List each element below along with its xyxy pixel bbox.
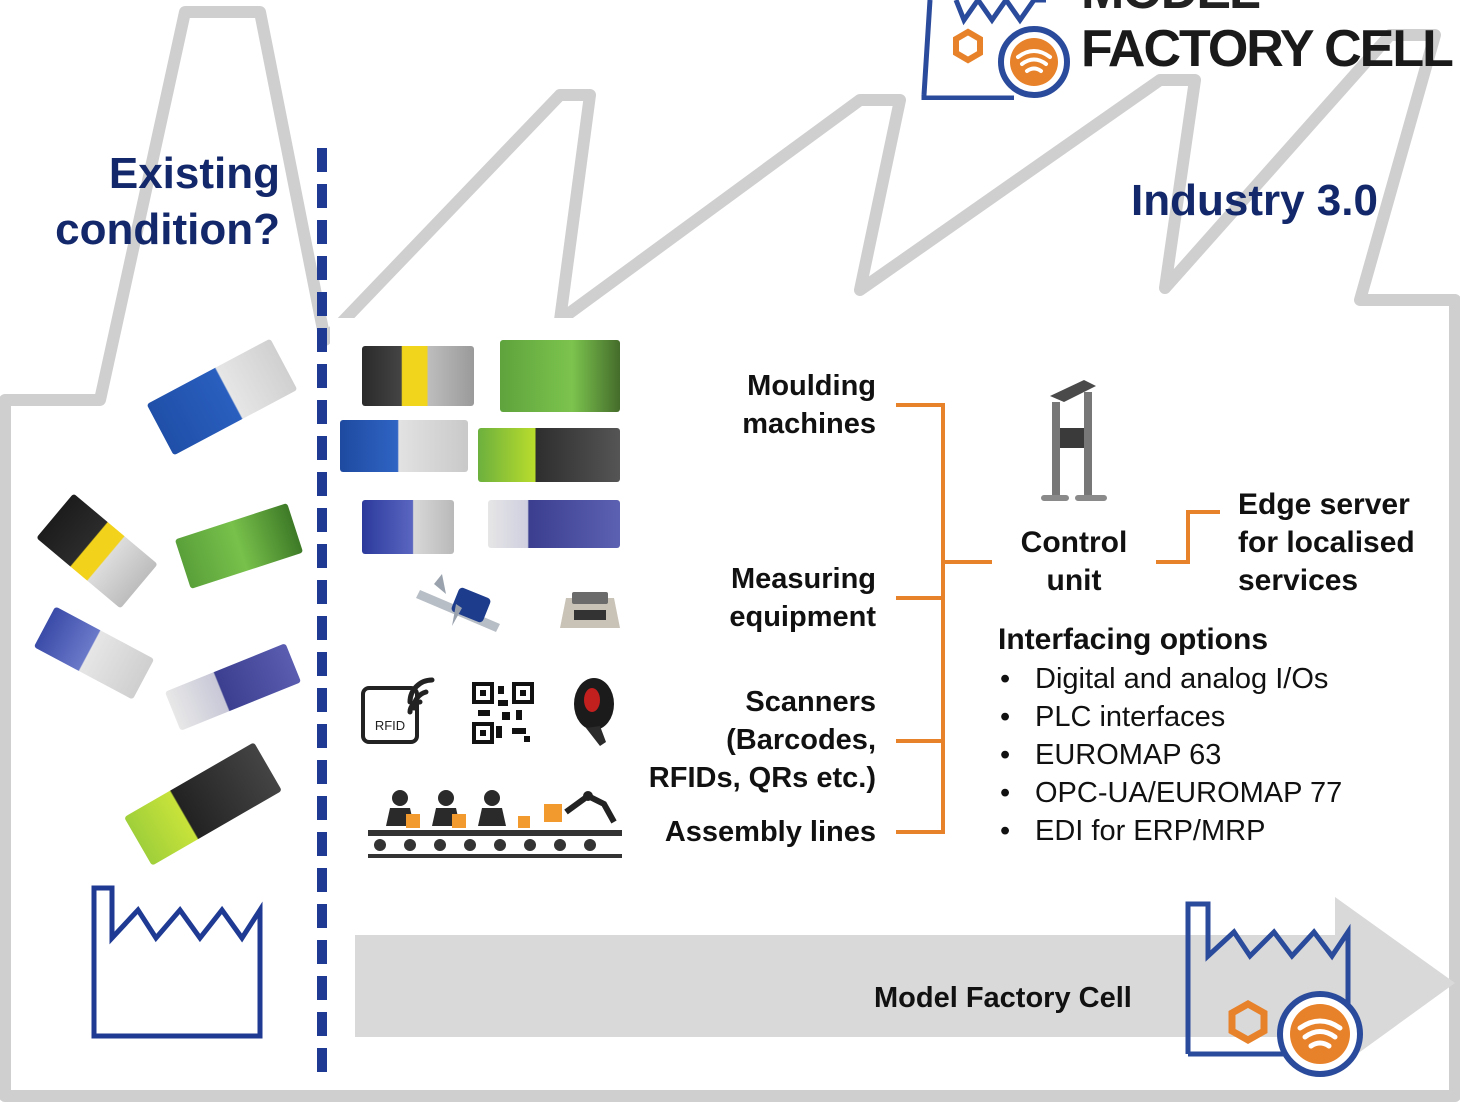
bullet-mark: • [1000, 663, 1011, 695]
bracket-connectors [896, 403, 1220, 834]
moulding-machine-icon [362, 500, 454, 554]
list-item-text: OPC-UA/EUROMAP 77 [1035, 777, 1343, 809]
caliper-icon [416, 574, 500, 632]
list-item-text: EDI for ERP/MRP [1035, 815, 1266, 847]
moulding-machine-icon [478, 428, 620, 482]
category-label-line: Assembly lines [664, 816, 876, 848]
list-item-text: PLC interfaces [1035, 701, 1226, 733]
logo-line-2: FACTORY CELL [1081, 20, 1454, 78]
edge-server-line: Edge server [1238, 488, 1410, 521]
interfacing-list: • Digital and analog I/Os • PLC interfaces… [998, 660, 1342, 850]
category-label-line: RFIDs, QRs etc.) [648, 762, 876, 794]
bullet-mark: • [1000, 815, 1011, 847]
category-moulding-machines: Moulding machines [742, 367, 876, 443]
list-item: • Digital and analog I/Os [998, 660, 1342, 698]
moulding-machine-icon [362, 346, 474, 406]
list-item-text: EUROMAP 63 [1035, 739, 1222, 771]
control-unit-label: Control unit [1018, 524, 1130, 600]
logo: MODEL FACTORY CELL [916, 0, 1460, 100]
list-item: • EDI for ERP/MRP [998, 812, 1342, 850]
industry-title: Industry 3.0 [1131, 176, 1378, 225]
category-label-line: Scanners [745, 686, 876, 718]
bullet-mark: • [1000, 739, 1011, 771]
moulding-machine-icon [488, 500, 620, 548]
barcode-scanner-icon [574, 678, 614, 746]
model-factory-cell-icon [1185, 901, 1363, 1077]
scale-icon [560, 592, 620, 628]
rfid-label: RFID [375, 718, 405, 733]
category-label-line: machines [742, 408, 876, 440]
left-title-line-1: Existing [108, 149, 280, 198]
control-unit-stand-icon [1041, 380, 1107, 501]
list-item: • PLC interfaces [998, 698, 1342, 736]
moulding-machine-icon [340, 420, 468, 472]
interfacing-title: Interfacing options [998, 623, 1268, 656]
bullet-mark: • [1000, 777, 1011, 809]
interfacing-options: Interfacing options • Digital and analog … [998, 620, 1342, 850]
gray-arrow [355, 897, 1455, 1070]
list-item: • OPC-UA/EUROMAP 77 [998, 774, 1342, 812]
left-title-line-2: condition? [55, 205, 280, 254]
edge-server-line: services [1238, 564, 1359, 597]
category-label-line: Measuring [730, 563, 876, 595]
control-unit-line: unit [1046, 564, 1102, 597]
left-title: Existing condition? [55, 146, 280, 258]
logo-line-1: MODEL [1081, 0, 1261, 18]
category-scanners: Scanners (Barcodes, RFIDs, QRs etc.) [649, 683, 876, 797]
category-label-line: (Barcodes, [726, 724, 876, 756]
category-label-line: equipment [729, 601, 876, 633]
control-unit-line: Control [1020, 526, 1128, 559]
moulding-machine-icon [500, 340, 620, 412]
factory-outline-icon [91, 885, 263, 1039]
rfid-icon: RFID [361, 677, 435, 744]
category-label-line: Moulding [747, 370, 876, 402]
category-assembly-lines: Assembly lines [665, 813, 876, 851]
bullet-mark: • [1000, 701, 1011, 733]
list-item-text: Digital and analog I/Os [1035, 663, 1329, 695]
arrow-label: Model Factory Cell [874, 982, 1132, 1014]
qr-code-icon [472, 682, 534, 744]
model-factory-cell-icon [921, 0, 1070, 100]
category-measuring-equipment: Measuring equipment [729, 560, 876, 636]
assembly-line-icon [368, 790, 622, 858]
edge-server-label: Edge server for localised services [1238, 486, 1415, 600]
edge-server-line: for localised [1238, 526, 1415, 559]
list-item: • EUROMAP 63 [998, 736, 1342, 774]
